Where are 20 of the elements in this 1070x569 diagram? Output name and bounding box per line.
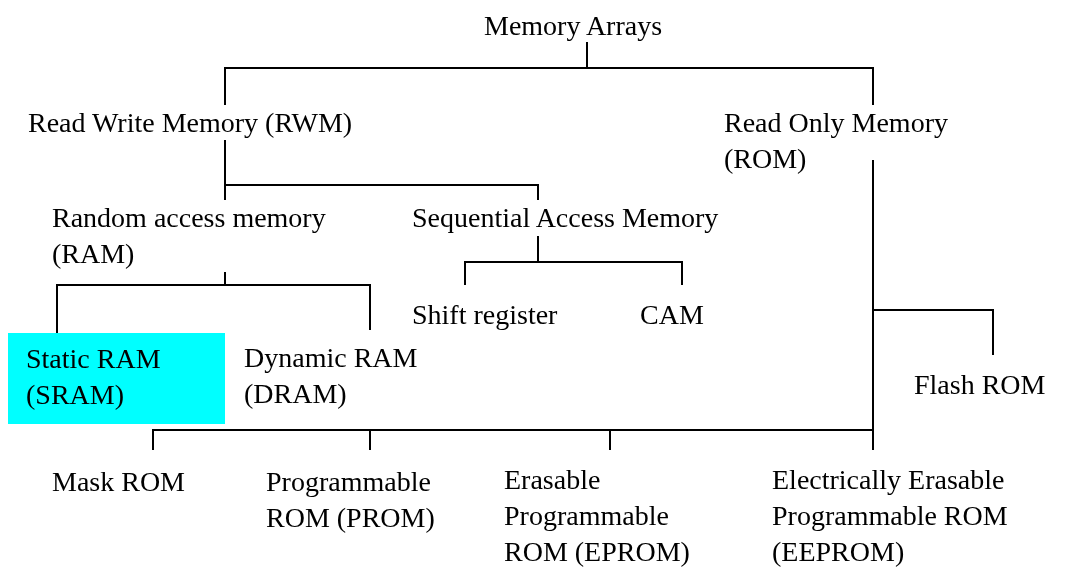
- highlight-box: [8, 333, 225, 424]
- node-label: Sequential Access Memory: [412, 201, 719, 235]
- node-label: Dynamic RAM (DRAM): [244, 341, 419, 411]
- node-label: Random access memory (RAM): [52, 201, 327, 271]
- node-label: Memory Arrays: [484, 9, 663, 43]
- connector-line: [872, 159, 874, 451]
- node-label: Electrically Erasable Programmable ROM (EEPROM): [772, 463, 1009, 569]
- node-label: Flash ROM: [914, 368, 1046, 402]
- connector-line: [586, 41, 874, 106]
- connector-line: [224, 139, 539, 201]
- node-label: Programmable ROM (PROM): [266, 465, 436, 535]
- node-label: Mask ROM: [52, 465, 185, 499]
- node-label: Static RAM (SRAM): [26, 342, 162, 412]
- node-label: Shift register: [412, 298, 558, 332]
- connector-line: [224, 271, 371, 331]
- connector-line: [537, 235, 683, 286]
- node-label: Read Write Memory (RWM): [28, 106, 353, 140]
- node-label: Read Only Memory (ROM): [724, 106, 949, 176]
- node-label: CAM: [640, 298, 704, 332]
- node-label: Erasable Programmable ROM (EPROM): [504, 463, 691, 569]
